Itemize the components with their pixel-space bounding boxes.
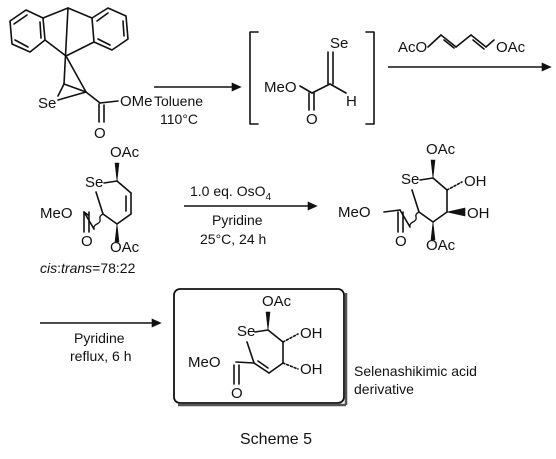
se-label: Se	[237, 323, 255, 340]
selenashikimic-acid-box: OAc Se OH OH MeO O	[173, 288, 348, 407]
wavy-bond	[409, 211, 420, 228]
diene-oac-label: OAc	[496, 39, 526, 56]
selenoaldehyde-intermediate: MeO O Se H	[249, 31, 375, 128]
oh-upper-label: OH	[300, 325, 323, 342]
product-name-line1: Selenashikimic acid	[354, 363, 477, 379]
ome-label: OMe	[120, 93, 153, 110]
arrow-step-4: Pyridine reflux, 6 h	[40, 318, 162, 364]
carbonyl-o-label: O	[81, 233, 93, 250]
oac-bottom-label: OAc	[110, 239, 140, 256]
step2-reagent-subscript: 4	[265, 192, 271, 203]
product-name-line2: derivative	[354, 381, 414, 397]
se-label: Se	[38, 95, 56, 112]
cis-text: cis	[40, 260, 57, 276]
step2-reagent: 1.0 eq. OsO4	[190, 183, 271, 203]
carbonyl-o-label: O	[94, 125, 106, 142]
se-label: Se	[330, 35, 348, 52]
ratio-text: =78:22	[92, 260, 135, 276]
oac-label: OAc	[262, 293, 292, 310]
anthracene-selenirane-adduct: Se O OMe	[9, 7, 153, 142]
meo-label: MeO	[264, 79, 297, 96]
oac-bottom-label: OAc	[426, 237, 456, 254]
oh-upper-label: OH	[464, 173, 487, 190]
arrow-step-2: AcO OAc	[388, 34, 552, 72]
meo-label: MeO	[40, 205, 73, 222]
carbonyl-o-label: O	[395, 233, 407, 250]
h-label: H	[346, 93, 357, 110]
step2-solvent: Pyridine	[212, 212, 263, 228]
step2-time: 25°C, 24 h	[200, 231, 266, 247]
dihydroselenopyran-adduct: OAc Se OAc MeO O	[40, 144, 140, 256]
arrow-step-3: 1.0 eq. OsO4 Pyridine 25°C, 24 h	[184, 183, 318, 247]
oac-top-label: OAc	[110, 144, 140, 161]
step3-solvent: Pyridine	[74, 330, 125, 346]
step1-solvent: Toluene	[154, 93, 203, 109]
step2-reagent-prefix: 1.0 eq. OsO	[190, 183, 266, 199]
trans-text: trans	[61, 260, 92, 276]
meo-label: MeO	[338, 204, 371, 221]
se-label: Se	[401, 171, 419, 188]
arrow-step-1: Toluene 110°C	[154, 82, 242, 127]
wavy-bond	[93, 213, 104, 230]
oac-top-label: OAc	[426, 141, 456, 158]
meo-label: MeO	[188, 354, 221, 371]
step1-temperature: 110°C	[160, 111, 198, 127]
carbonyl-o-label: O	[231, 385, 243, 402]
step3-time: reflux, 6 h	[70, 348, 131, 364]
carbonyl-o-label: O	[306, 111, 318, 128]
diene-aco-label: AcO	[398, 39, 427, 56]
diol-adduct: OAc Se OH OH OAc MeO O	[338, 141, 490, 254]
cis-trans-ratio: cis:trans=78:22	[40, 260, 136, 276]
scheme-caption: Scheme 5	[240, 431, 312, 448]
se-label: Se	[85, 174, 103, 191]
oh-lower-label: OH	[300, 361, 323, 378]
colon-text: :	[57, 260, 61, 276]
oh-lower-label: OH	[467, 205, 490, 222]
